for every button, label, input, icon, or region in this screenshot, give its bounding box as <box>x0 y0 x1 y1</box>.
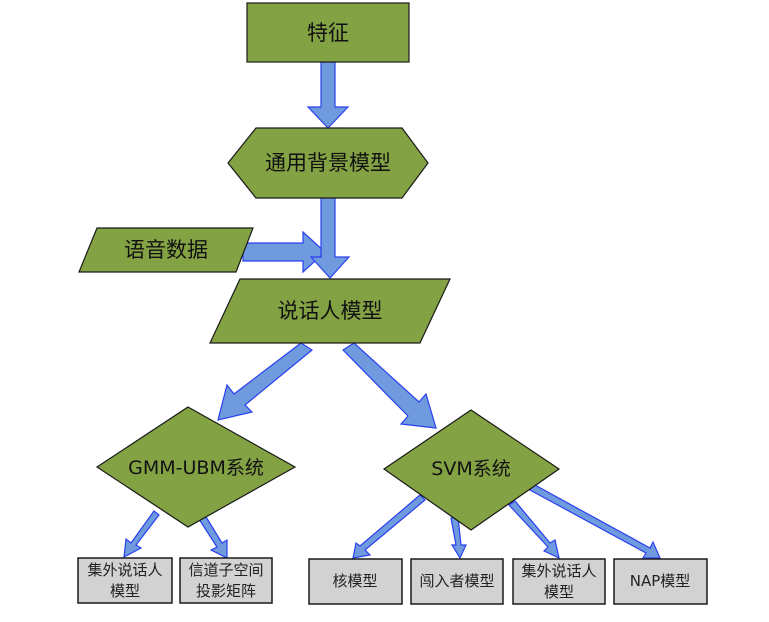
arrow-features-to-ubm <box>306 61 350 129</box>
leaf-kernel-label: 核模型 <box>332 572 377 590</box>
node-gmm-ubm-label: GMM-UBM系统 <box>128 457 264 479</box>
leaf-channel-projection: 信道子空间 投影矩阵 <box>179 557 273 604</box>
node-features <box>246 2 410 63</box>
leaf-impostor-label: 闯入者模型 <box>419 572 494 590</box>
leaf-svm-cohort-model: 集外说话人 模型 <box>512 558 606 605</box>
leaf-kernel-model: 核模型 <box>308 558 403 605</box>
arrow-svm-to-nap <box>529 483 661 559</box>
arrow-speaker-to-gmm <box>217 342 314 421</box>
leaf-channel-line1: 信道子空间 <box>188 561 263 579</box>
leaf-svm-cohort-line2: 模型 <box>544 583 574 601</box>
leaf-impostor-model: 闯入者模型 <box>410 558 504 605</box>
arrow-speaker-to-svm <box>342 342 437 429</box>
arrow-speech-to-speaker <box>242 230 326 274</box>
node-features-label: 特征 <box>307 21 349 45</box>
arrow-ubm-to-speaker <box>309 197 351 279</box>
node-speech-data <box>78 227 254 273</box>
node-speaker-model-label: 说话人模型 <box>278 299 383 323</box>
leaf-channel-line2: 投影矩阵 <box>196 582 256 600</box>
arrow-gmm-to-cohort <box>123 510 160 559</box>
leaf-gmm-cohort-model: 集外说话人 模型 <box>77 557 173 604</box>
leaf-svm-cohort-line1: 集外说话人 <box>521 562 596 580</box>
leaf-nap-label: NAP模型 <box>630 572 691 590</box>
leaf-nap-model: NAP模型 <box>613 558 708 605</box>
arrow-svm-to-kernel <box>352 494 426 559</box>
node-ubm <box>227 127 429 199</box>
node-svm <box>382 409 561 531</box>
node-gmm-ubm <box>95 406 297 528</box>
leaf-gmm-cohort-line1: 集外说话人 <box>87 561 162 579</box>
node-ubm-label: 通用背景模型 <box>265 151 391 175</box>
node-speaker-model <box>209 278 451 344</box>
arrow-svm-to-svm-cohort <box>508 500 560 560</box>
leaf-gmm-cohort-line2: 模型 <box>110 582 140 600</box>
node-speech-data-label: 语音数据 <box>124 238 208 262</box>
node-svm-label: SVM系统 <box>431 458 510 480</box>
